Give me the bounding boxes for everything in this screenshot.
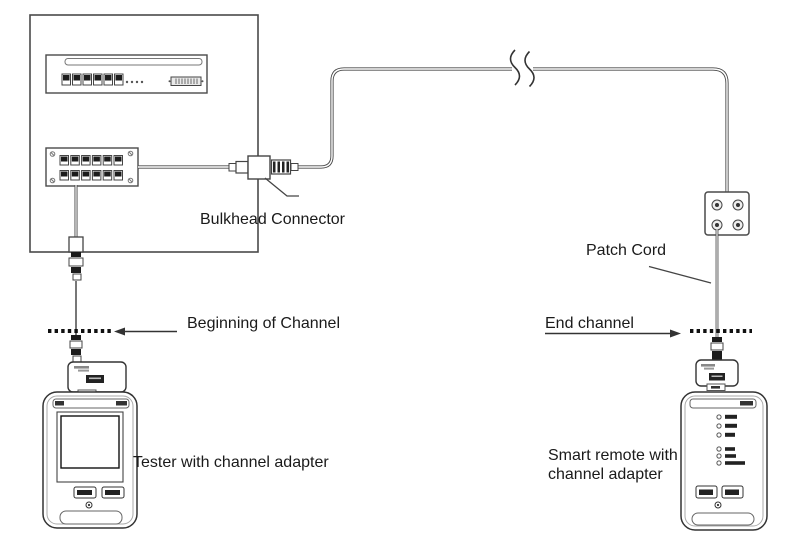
brand-mark [701,364,715,367]
remote-bottom-grip [691,512,755,526]
switch-vent-slot [64,58,203,66]
patch-panel-screws [49,150,134,184]
wall-outlet-plate [704,191,750,236]
left-cable-connector-upper [68,252,84,281]
end-channel-label: End channel [545,315,634,332]
left-cable-connector-lower [69,335,83,363]
beginning-of-channel-label: Beginning of Channel [187,315,341,332]
remote-led-group-bottom [716,446,745,466]
tester-caption: Tester with channel adapter [133,454,329,471]
smart-remote-device [680,359,768,531]
left-drop [68,236,84,363]
remote-cable-connector [710,337,724,360]
patch-cord-leader-line [648,265,712,284]
smart-remote-caption: Smart remote with channel adapter [548,447,678,483]
permanent-link-cable [74,67,729,238]
switch-led-dots [125,80,144,84]
beginning-of-channel-arrow [114,327,177,336]
patch-cord-label: Patch Cord [586,242,667,259]
tester-buttons [73,486,125,499]
remote-buttons [695,485,744,499]
remote-led-group-top [716,414,737,438]
remote-body [680,391,768,531]
tester-screen [60,415,120,469]
network-switch [45,54,208,94]
patch-panel [45,147,139,187]
cable-break-symbol [509,49,535,88]
switch-ports [61,73,124,86]
bulkhead-leader-line [264,177,299,197]
box-feedthrough [68,236,84,253]
remote-channel-adapter [695,359,739,387]
patch-panel-ports [59,155,123,181]
brand-mark [74,366,89,369]
tester-body [42,391,138,529]
tester-bottom-grip [59,510,123,525]
bulkhead-connector-label: Bulkhead Connector [200,211,345,228]
bulkhead-connector [228,155,299,180]
tester-device [42,361,138,529]
outlet-jacks [711,199,744,231]
switch-serial-connector [168,76,204,86]
end-channel-arrow [545,329,681,338]
tester-channel-adapter [67,361,127,393]
